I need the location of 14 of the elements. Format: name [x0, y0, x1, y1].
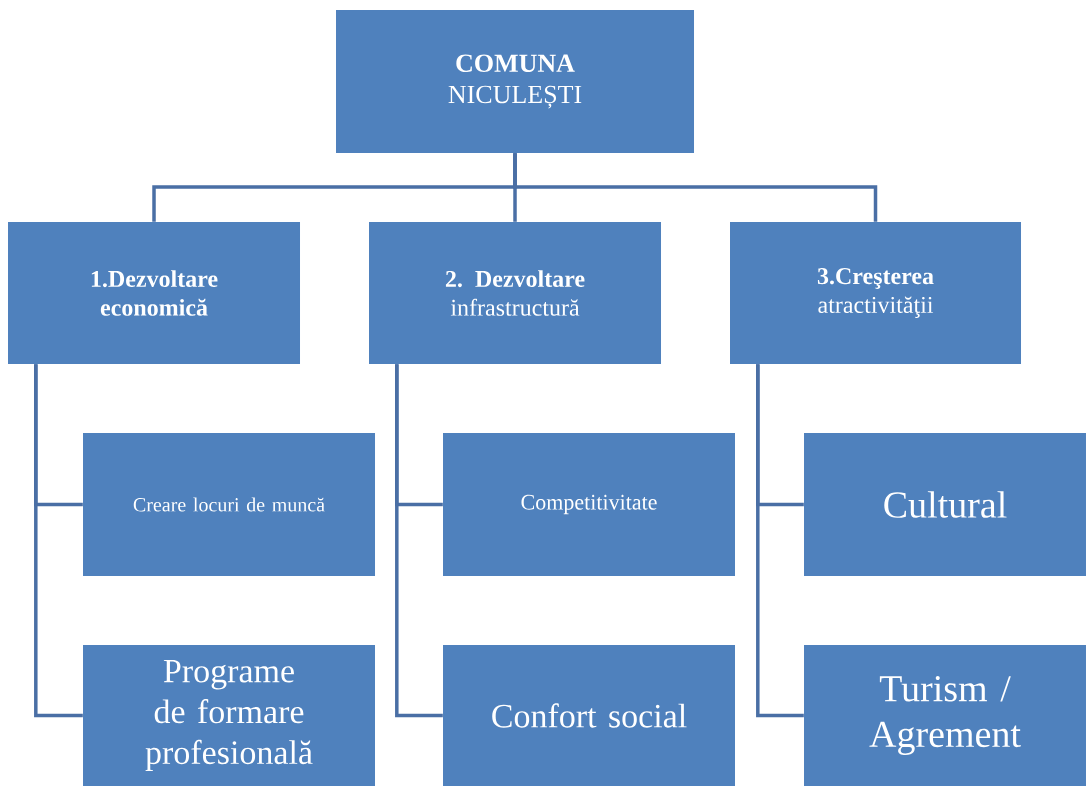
connector [395, 364, 443, 718]
title-box: COMUNA NICULEȘTI [336, 10, 694, 153]
item-box: Confort social [443, 645, 735, 786]
item-box: Creare locuri de muncă [83, 433, 375, 576]
item-box: Turism / Agrement [804, 645, 1086, 786]
category-box: 3.Creşterea atractivităţii [730, 222, 1021, 364]
connector [513, 153, 878, 222]
item-box: Cultural [804, 433, 1086, 576]
connector [756, 364, 804, 718]
item-box: Programe de formare profesională [83, 645, 375, 786]
item-box: Competitivitate [443, 433, 735, 576]
category-box: 1.Dezvoltare economică [8, 222, 300, 364]
category-box: 2. Dezvoltare infrastructură [369, 222, 661, 364]
connector [34, 364, 83, 718]
